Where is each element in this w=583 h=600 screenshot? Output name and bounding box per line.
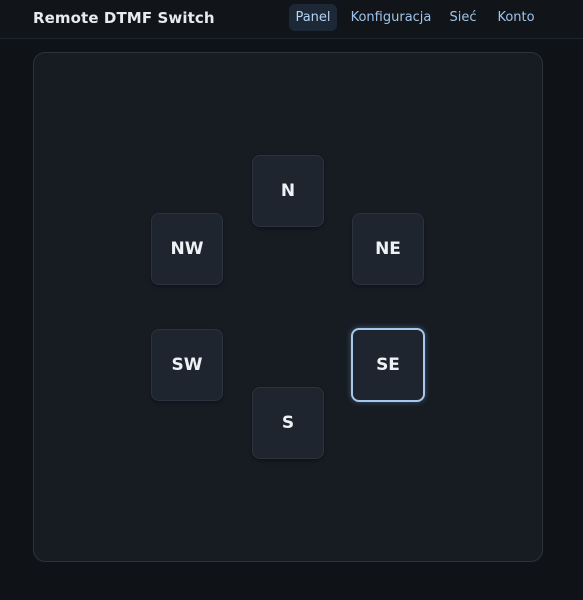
direction-button-ne[interactable]: NE (352, 213, 424, 285)
app-title: Remote DTMF Switch (33, 9, 215, 27)
direction-button-nw[interactable]: NW (151, 213, 223, 285)
top-bar: Remote DTMF Switch Panel Konfiguracja Si… (0, 0, 583, 39)
nav-item-konfiguracja[interactable]: Konfiguracja (350, 10, 432, 25)
nav-item-panel[interactable]: Panel (289, 4, 337, 31)
direction-button-s[interactable]: S (252, 387, 324, 459)
control-panel-card: N NW NE SW SE S (33, 52, 543, 562)
direction-button-sw[interactable]: SW (151, 329, 223, 401)
direction-button-se[interactable]: SE (351, 328, 425, 402)
direction-button-n[interactable]: N (252, 155, 324, 227)
nav-item-konto[interactable]: Konto (497, 10, 535, 25)
nav-item-siec[interactable]: Sieć (449, 10, 477, 25)
